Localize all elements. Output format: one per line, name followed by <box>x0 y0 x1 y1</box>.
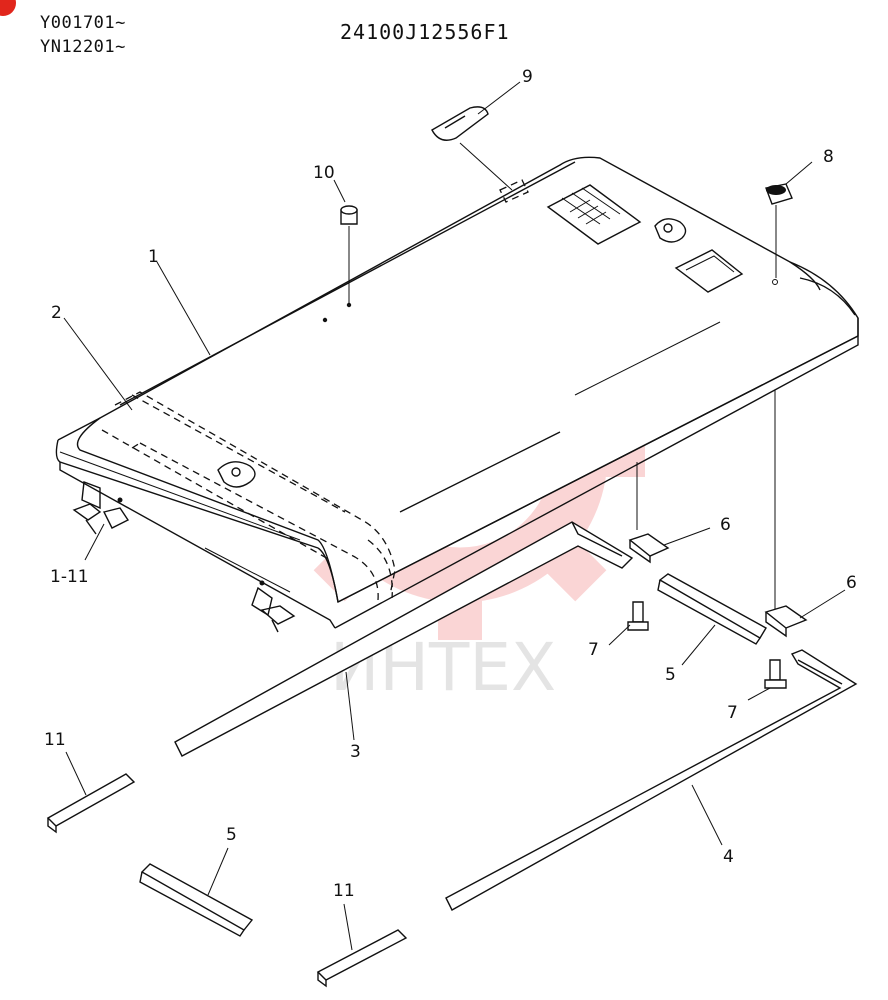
callout-11-upper: 11 <box>44 730 66 750</box>
callout-7-lower: 7 <box>727 703 738 723</box>
rear-handle-icon <box>654 218 687 243</box>
seal-mount-dashed <box>499 179 529 203</box>
mount-hole <box>322 317 328 323</box>
hatch-cover-icon <box>674 249 744 293</box>
callout-5-upper: 5 <box>665 665 676 685</box>
spacer-strip-11a <box>46 773 136 834</box>
callout-10: 10 <box>313 163 335 183</box>
callout-2: 2 <box>51 303 62 323</box>
leader-lines <box>63 81 846 951</box>
callout-1-11: 1-11 <box>50 567 89 587</box>
spacer-strip-11b <box>316 929 408 988</box>
grommet-10-icon <box>340 205 358 305</box>
mount-hole <box>772 279 778 285</box>
clip-6a-icon <box>628 533 670 564</box>
front-hinge-icon <box>72 481 130 535</box>
nut-8-icon <box>765 183 793 278</box>
callout-8: 8 <box>823 147 834 167</box>
seal-strip-4 <box>445 649 858 911</box>
serial-range-2: YN12201~ <box>40 37 126 57</box>
callout-4: 4 <box>723 847 734 867</box>
seal-strip-3 <box>174 521 634 757</box>
callout-7-upper: 7 <box>588 640 599 660</box>
roof-panel <box>55 156 859 629</box>
serial-range-1: Y001701~ <box>40 13 126 33</box>
bolt-7b-icon <box>764 659 787 689</box>
spacer-strip-5b <box>139 863 254 937</box>
callout-1: 1 <box>148 247 159 267</box>
front-handle-icon <box>217 461 256 488</box>
rear-hinge-icon <box>251 580 296 633</box>
vent-grille-icon <box>546 184 642 245</box>
seal-cap-9-icon <box>431 106 489 141</box>
callout-3: 3 <box>350 742 361 762</box>
spacer-strip-5a <box>657 573 767 645</box>
callout-6-upper: 6 <box>720 515 731 535</box>
callout-6-lower: 6 <box>846 573 857 593</box>
callout-9: 9 <box>522 67 533 87</box>
callout-11-lower: 11 <box>333 881 355 901</box>
callout-5-lower: 5 <box>226 825 237 845</box>
bolt-7a-icon <box>627 601 649 631</box>
part-number: 24100J12556F1 <box>340 20 510 44</box>
clip-6b-icon <box>764 605 808 638</box>
inner-panel-dashed <box>101 391 396 601</box>
corner-marker <box>0 0 16 16</box>
